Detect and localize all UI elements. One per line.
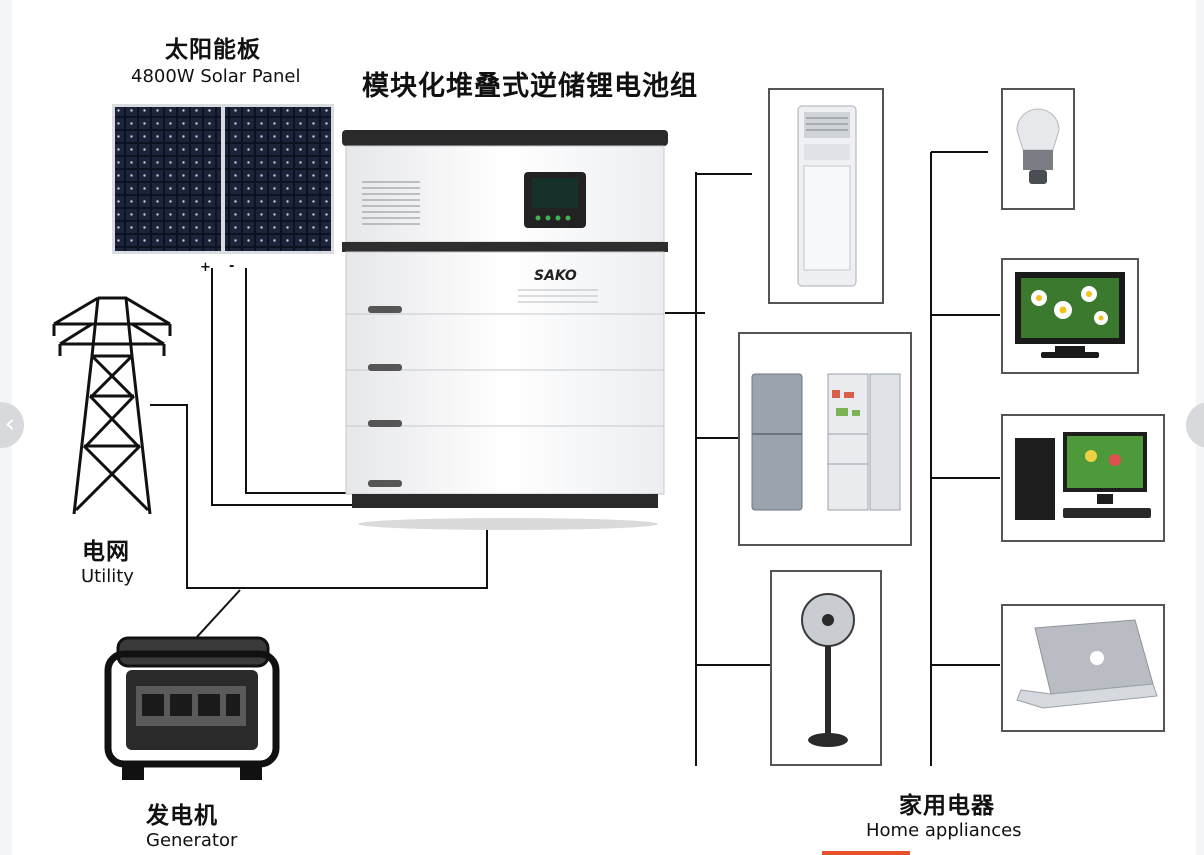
solar-label-cn: 太阳能板 — [165, 37, 261, 63]
desktop-computer-icon — [1015, 432, 1151, 520]
generator-label-en: Generator — [146, 830, 238, 851]
appliances-label-cn: 家用电器 — [899, 793, 995, 819]
air-conditioner-icon — [797, 105, 857, 287]
appliance-frame-pc — [1001, 414, 1165, 542]
battery-stack-icon: SAKO — [342, 130, 668, 530]
light-bulb-icon — [1016, 108, 1060, 184]
solar-panel-icon — [112, 104, 334, 254]
diagram-title: 模块化堆叠式逆储锂电池组 — [362, 71, 698, 102]
utility-label-en: Utility — [81, 566, 134, 587]
generator-wire — [195, 589, 241, 639]
accent-underline — [822, 851, 910, 855]
solar-terminal-plus: + — [200, 260, 211, 275]
appliances-label-en: Home appliances — [866, 820, 1022, 841]
refrigerator-icon — [751, 373, 901, 511]
laptop-icon — [1016, 619, 1158, 709]
appliance-frame-fan — [770, 570, 882, 766]
solar-minus-wire — [245, 268, 352, 494]
appliance-frame-tv — [1001, 258, 1139, 374]
television-icon — [1015, 272, 1125, 358]
utility-tower-icon — [52, 296, 172, 515]
generator-icon — [104, 636, 280, 780]
utility-wire — [150, 404, 488, 589]
appliance-frame-ac — [768, 88, 884, 304]
solar-label-en: 4800W Solar Panel — [131, 66, 301, 87]
utility-label-cn: 电网 — [82, 539, 130, 565]
solar-terminal-minus: - — [229, 259, 235, 274]
appliance-frame-laptop — [1001, 604, 1165, 732]
fan-icon — [801, 593, 855, 747]
appliance-frame-fridge — [738, 332, 912, 546]
solar-plus-wire — [211, 268, 352, 506]
appliance-frame-bulb — [1001, 88, 1075, 210]
generator-label-cn: 发电机 — [146, 803, 218, 829]
battery-brand-label: SAKO — [534, 268, 577, 284]
